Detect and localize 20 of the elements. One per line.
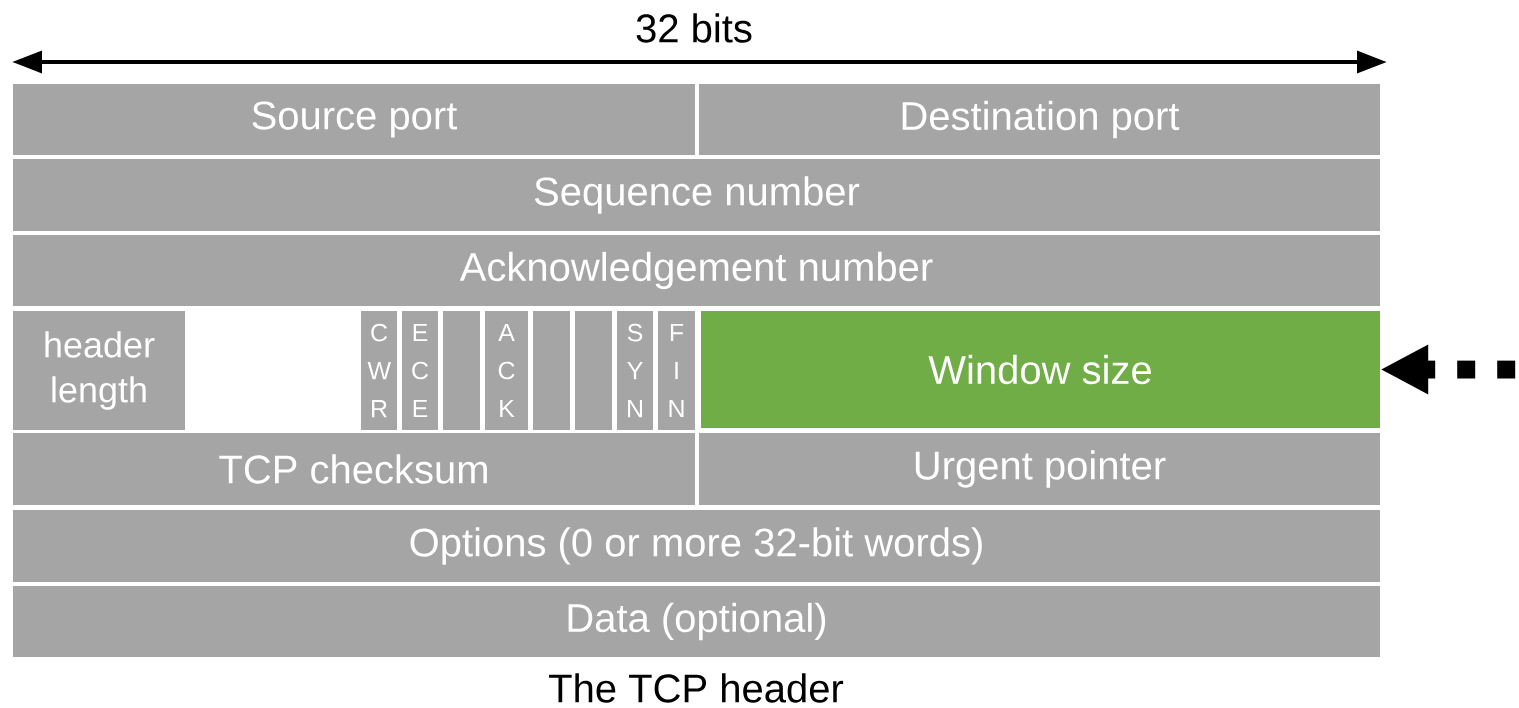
header-field: header length bbox=[13, 311, 185, 430]
header-field: Data (optional) bbox=[13, 586, 1380, 657]
dimension-label: 32 bits bbox=[633, 11, 755, 45]
header-field: TCP checksum bbox=[13, 433, 695, 505]
header-field: Urgent pointer bbox=[699, 433, 1380, 505]
flag-bit: A C K bbox=[485, 311, 528, 430]
header-field: Acknowledgement number bbox=[13, 235, 1380, 306]
caption: The TCP header bbox=[549, 673, 844, 703]
flag-bit bbox=[533, 311, 570, 430]
header-field: Window size bbox=[701, 311, 1380, 428]
header-field: Source port bbox=[13, 84, 695, 155]
flag-bit bbox=[443, 311, 480, 430]
flag-bit: F I N bbox=[658, 311, 695, 430]
header-field: Options (0 or more 32-bit words) bbox=[13, 510, 1380, 582]
flag-bit bbox=[575, 311, 612, 430]
header-field: Destination port bbox=[699, 84, 1380, 155]
flag-bit: S Y N bbox=[617, 311, 653, 430]
header-field: Sequence number bbox=[13, 159, 1380, 231]
flag-bit: C W R bbox=[361, 311, 397, 430]
flag-bit: E C E bbox=[402, 311, 438, 430]
